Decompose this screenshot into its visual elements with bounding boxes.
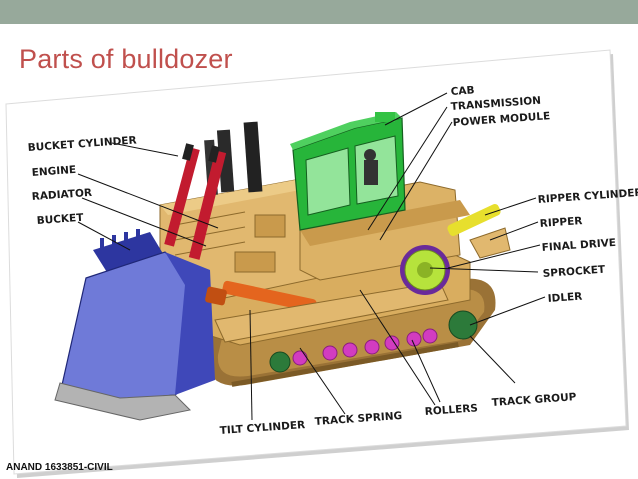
label-idler: IDLER: [547, 291, 582, 305]
author-footer: ANAND 1633851-CIVIL: [6, 462, 113, 473]
sprocket-drawing: [400, 245, 450, 295]
label-cab: CAB: [450, 84, 475, 98]
